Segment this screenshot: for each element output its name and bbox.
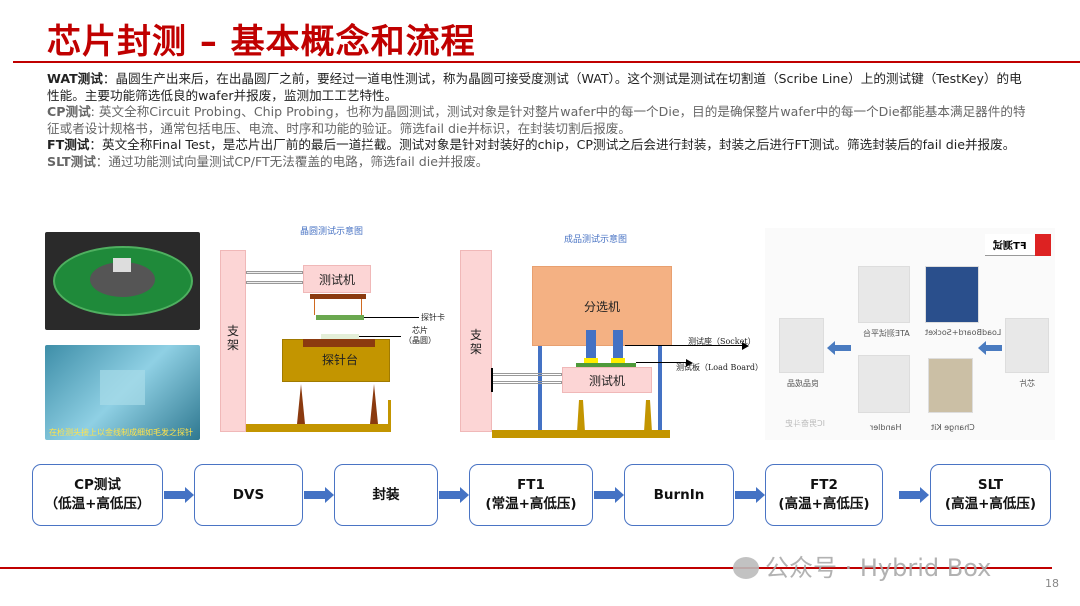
arrow-left-icon: [827, 341, 851, 355]
cp-paragraph: CP测试: 英文全称Circuit Probing、Chip Probing，也…: [47, 104, 1027, 137]
tester: 测试机: [562, 367, 652, 393]
flow-step-dvs: DVS: [194, 464, 303, 526]
step-title: CP测试: [74, 477, 121, 493]
loadboard-photo: [925, 266, 979, 323]
change-kit-photo: [928, 358, 973, 413]
tester-label: 测试机: [318, 272, 355, 287]
step-subtitle: （低温+高低压）: [44, 496, 151, 512]
wechat-icon: [733, 557, 759, 579]
title-divider: [13, 61, 1080, 63]
probe-card-label: 探针卡: [421, 313, 445, 322]
step-title: FT2: [810, 477, 838, 493]
change-kit-label: Change Kit: [931, 423, 975, 432]
slt-text: ：通过功能测试向量测试CP/FT无法覆盖的电路，筛选fail die并报废。: [95, 153, 489, 169]
stand-label: 支架: [227, 324, 240, 352]
arrow-right-icon: [439, 487, 469, 503]
wat-paragraph: WAT测试：晶圆生产出来后，在出晶圆厂之前，要经过一道电性测试，称为晶圆可接受度…: [47, 71, 1027, 104]
step-title: FT1: [517, 477, 545, 493]
chip-label: 芯片: [412, 326, 428, 335]
wafer-test-diagram: 晶圆测试示意图 支架 测试机 探针卡 芯片 （晶圆） 探针台: [218, 222, 453, 437]
chip-label: 芯片: [1019, 379, 1035, 388]
wechat-watermark: 公众号 · Hybrid Box: [733, 548, 991, 583]
page-title: 芯片封测 – 基本概念和流程: [47, 22, 476, 62]
description-text: WAT测试：晶圆生产出来后，在出晶圆厂之前，要经过一道电性测试，称为晶圆可接受度…: [47, 71, 1027, 171]
flow-step-ft1: FT1 (常温+高低压): [469, 464, 593, 526]
step-title: SLT: [977, 477, 1004, 493]
ft-text: ：英文全称Final Test，是芯片出厂前的最后一道拦截。测试对象是针对封装好…: [89, 137, 1016, 153]
handler-photo: [858, 355, 910, 413]
ft-badge-label: FT测试: [993, 241, 1027, 252]
slt-label: SLT测试: [47, 153, 96, 169]
tester: 测试机: [303, 265, 371, 293]
good-product-photo: [779, 318, 824, 373]
flow-step-slt: SLT (高温+高低压): [930, 464, 1051, 526]
loadboard-label: LoadBoard+Socket: [925, 328, 1002, 337]
probe-caption: 在检测头接上以金线制成细如毛发之探针: [49, 428, 193, 437]
stand: [220, 250, 246, 432]
step-title: 封装: [372, 486, 400, 503]
ft-test-image: FT测试 ATE测试平台 LoadBoard+Socket 良品成品 芯片 Ha…: [765, 228, 1055, 440]
chip-photo: [1005, 318, 1049, 373]
page-number: 18: [1045, 577, 1059, 590]
flow-step-cp: CP测试 （低温+高低压）: [32, 464, 163, 526]
step-title: BurnIn: [653, 486, 705, 503]
watermark-text: 公众号 · Hybrid Box: [765, 554, 992, 582]
socket-label: 测试座（Socket）: [688, 337, 756, 346]
ate-label: ATE测试平台: [863, 329, 910, 338]
arrow-right-icon: [594, 487, 624, 503]
wat-text: ：晶圆生产出来后，在出晶圆厂之前，要经过一道电性测试，称为晶圆可接受度测试（WA…: [47, 71, 1022, 103]
handler-label: Handler: [870, 423, 902, 432]
wat-label: WAT测试: [47, 71, 103, 86]
step-title: DVS: [232, 486, 265, 503]
handler-label: 分选机: [583, 299, 620, 314]
probe-needles-photo: 在检测头接上以金线制成细如毛发之探针: [45, 345, 200, 440]
stand: [460, 250, 492, 432]
step-subtitle: (高温+高低压): [944, 496, 1037, 512]
arrow-right-icon: [899, 487, 929, 503]
load-board-label: 测试板（Load Board）: [676, 363, 763, 372]
arrow-left-icon: [978, 341, 1002, 355]
arrow-right-icon: [735, 487, 765, 503]
ic-watermark: IC男奋斗史: [785, 419, 825, 428]
flow-step-burnin: BurnIn: [624, 464, 734, 526]
slt-paragraph: SLT测试：通过功能测试向量测试CP/FT无法覆盖的电路，筛选fail die并…: [47, 154, 1027, 171]
flow-step-ft2: FT2 (高温+高低压): [765, 464, 883, 526]
tester-label: 测试机: [588, 373, 625, 388]
arrow-right-icon: [304, 487, 334, 503]
arrow-right-icon: [164, 487, 194, 503]
ft-label: FT测试: [47, 137, 90, 153]
stand-label: 支架: [470, 328, 483, 356]
prober-label: 探针台: [322, 353, 359, 367]
handler: 分选机: [532, 266, 672, 346]
ate-platform-photo: [858, 266, 910, 323]
flow-step-packaging: 封装: [334, 464, 438, 526]
probe-card-photo: [45, 232, 200, 330]
step-subtitle: (高温+高低压): [778, 496, 870, 512]
ft-paragraph: FT测试：英文全称Final Test，是芯片出厂前的最后一道拦截。测试对象是针…: [47, 137, 1027, 154]
final-test-diagram: 成品测试示意图 支架 分选机 测试机 测试座（Socket） 测试板（Load …: [458, 228, 763, 438]
wafer-diagram-title: 晶圆测试示意图: [300, 227, 364, 237]
footer-divider: [0, 567, 1052, 569]
cp-text: : 英文全称Circuit Probing、Chip Probing，也称为晶圆…: [47, 104, 1026, 136]
final-diagram-title: 成品测试示意图: [564, 235, 628, 245]
good-product-label: 良品成品: [787, 379, 819, 388]
chip-sub-label: （晶圆）: [404, 336, 436, 345]
cp-label: CP测试: [47, 104, 91, 120]
step-subtitle: (常温+高低压): [485, 496, 577, 512]
